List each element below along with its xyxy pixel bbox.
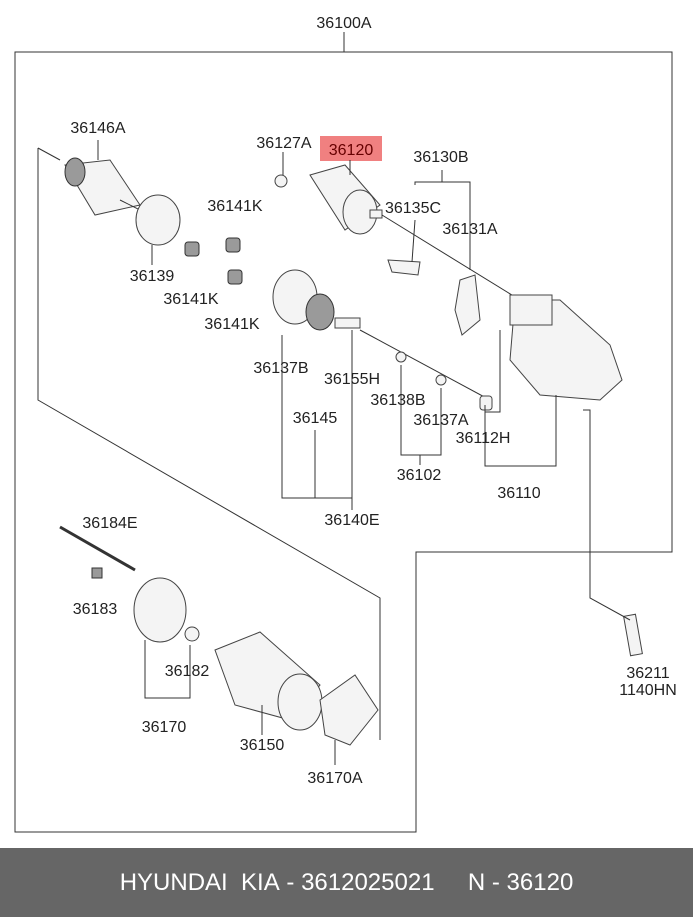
label-36120-highlighted[interactable]: 36120 [329, 142, 374, 159]
label-36150[interactable]: 36150 [240, 737, 285, 754]
label-36102[interactable]: 36102 [397, 467, 442, 484]
leader-lines [97, 140, 631, 765]
brush-holder-part[interactable] [319, 674, 379, 746]
brand: HYUNDAI KIA [119, 868, 280, 896]
parts-diagram: 36100A 36146A 36127A 36120 36130B 36141K… [14, 15, 677, 833]
through-bolt-part[interactable] [59, 525, 136, 572]
sub-assembly-frame [37, 148, 381, 740]
drive-gear-part[interactable] [272, 269, 361, 331]
label-36127A[interactable]: 36127A [256, 135, 311, 152]
label-36100A: 36100A [316, 15, 371, 32]
label-36170A[interactable]: 36170A [307, 770, 362, 787]
reference: N - 36120 [467, 868, 574, 896]
highlight-box [320, 136, 382, 161]
label-36135C[interactable]: 36135C [385, 200, 441, 217]
label-36211[interactable]: 36211 [626, 665, 669, 682]
label-36110[interactable]: 36110 [497, 485, 540, 502]
bearing-parts[interactable] [184, 237, 243, 285]
label-36131A[interactable]: 36131A [442, 221, 497, 238]
label-36137A[interactable]: 36137A [413, 412, 468, 429]
label-36184E[interactable]: 36184E [82, 515, 137, 532]
label-36141K[interactable]: 36141K [204, 316, 259, 333]
label-1140HN[interactable]: 1140HN [619, 682, 677, 699]
label-36155H[interactable]: 36155H [324, 371, 380, 388]
fork-lever-part[interactable] [454, 274, 481, 336]
yoke-part[interactable] [214, 631, 323, 731]
label-36130B[interactable]: 36130B [413, 149, 468, 166]
label-36138B[interactable]: 36138B [370, 392, 425, 409]
footer-bar: HYUNDAI KIA - 3612025021 N - 36120 [0, 848, 693, 917]
label-36112H[interactable]: 36112H [456, 430, 511, 447]
solenoid-part[interactable] [274, 164, 383, 235]
bolt-part[interactable] [623, 613, 643, 657]
part-number: 3612025021 [301, 868, 435, 896]
label-36141K[interactable]: 36141K [163, 291, 218, 308]
label-36145[interactable]: 36145 [293, 410, 338, 427]
label-36146A[interactable]: 36146A [70, 120, 125, 137]
assembly-frame [14, 32, 673, 833]
label-36170[interactable]: 36170 [142, 719, 187, 736]
label-36139[interactable]: 36139 [130, 268, 175, 285]
separator: - [279, 868, 302, 896]
plunger-part[interactable] [387, 259, 421, 276]
label-36182[interactable]: 36182 [165, 663, 210, 680]
label-36137B[interactable]: 36137B [253, 360, 308, 377]
cover-plate-part[interactable] [135, 194, 181, 246]
starter-housing-part[interactable] [509, 294, 623, 401]
rear-bracket-part[interactable] [133, 577, 187, 643]
label-36183[interactable]: 36183 [73, 601, 118, 618]
label-36141K[interactable]: 36141K [207, 198, 262, 215]
label-36140E[interactable]: 36140E [324, 512, 379, 529]
armature-part[interactable] [64, 157, 151, 216]
